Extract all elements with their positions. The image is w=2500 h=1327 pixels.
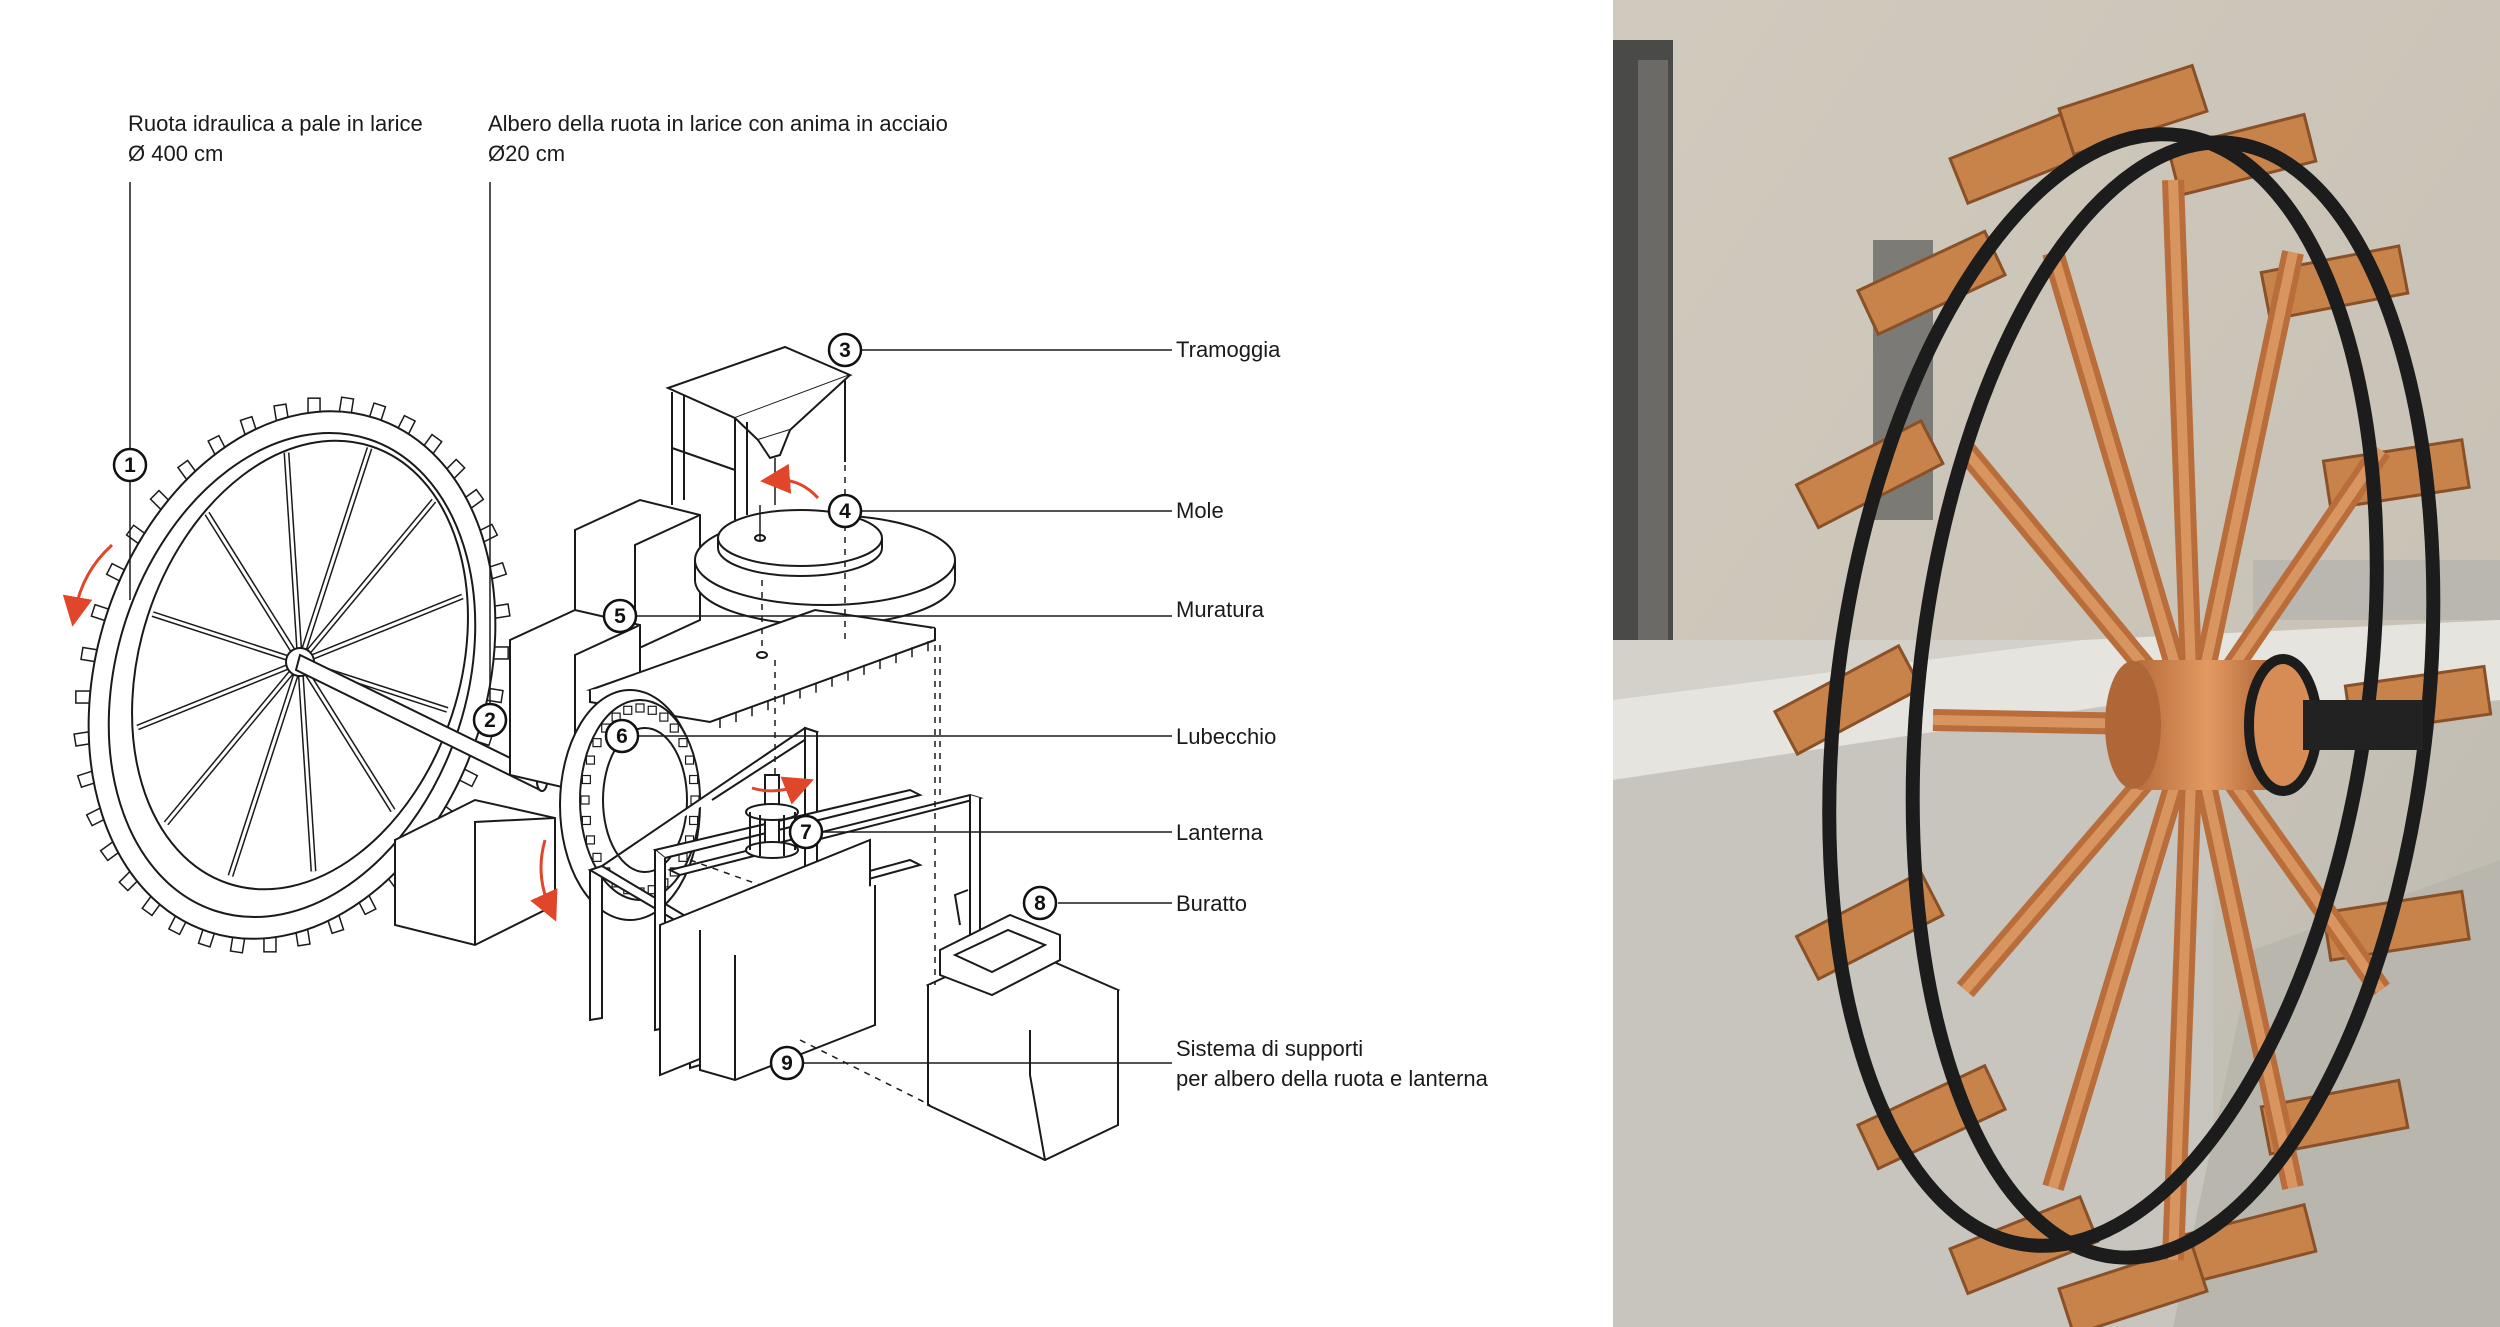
water-wheel [73,396,511,954]
spoke-fill [164,661,302,825]
gear-tooth [585,755,596,765]
svg-text:9: 9 [781,1052,793,1075]
label-wheel-line1: Ruota idraulica a pale in larice [128,111,423,136]
svg-text:5: 5 [614,605,626,628]
gear-tooth [684,755,695,765]
photo-spoke-hl [2048,723,2198,1190]
gear-tooth [592,852,602,862]
labels: Ruota idraulica a pale in larice Ø 400 c… [128,111,1489,1091]
spoke-fill [137,660,301,729]
svg-text:8: 8 [1034,892,1046,915]
label-shaft-line2: Ø20 cm [488,141,565,166]
alignment-lines [689,465,941,1106]
svg-text:7: 7 [800,821,812,844]
photo-spoke-hl [2168,179,2198,726]
marker-3: 3 [827,332,863,368]
gear-tooth [647,705,657,715]
label-lubecchio: Lubecchio [1176,724,1276,749]
gear-tooth [581,815,591,826]
gear-tooth [623,705,633,715]
label-shaft-line1: Albero della ruota in larice con anima i… [488,111,948,136]
callout-lines [129,182,1172,1064]
support-frames [587,726,984,1082]
exploded-mill-diagram: 1 2 3 4 5 6 7 8 9 Ruota idraulica a pale… [62,111,1489,1162]
millstones [694,505,956,626]
marker-1: 1 [112,447,148,483]
spoke-fill [298,661,315,872]
marker-8: 8 [1022,885,1058,921]
lantern-pinion [745,774,799,859]
gear-tooth [592,738,602,748]
photo-spoke-hl [2188,723,2298,1189]
marker-9: 9 [769,1045,805,1081]
gear-tooth [689,774,699,785]
spoke-fill [298,661,395,812]
waterwheel-photo [1613,0,2500,1327]
spoke-fill [298,499,436,663]
number-markers: 1 2 3 4 5 6 7 8 9 [112,332,1058,1081]
photo-paddle [2057,1243,2209,1327]
floor-slab [586,608,936,728]
svg-text:2: 2 [484,709,496,732]
gear-tooth [669,723,679,733]
wheel-spokes [136,447,464,877]
svg-text:1: 1 [124,454,136,477]
gear-tooth [585,835,596,845]
svg-text:4: 4 [839,500,851,523]
sifter [925,889,1121,1162]
label-masonry: Muratura [1176,597,1265,622]
marker-6: 6 [604,718,640,754]
wheel-hub-photo [2105,654,2423,796]
spoke-fill [229,661,302,877]
label-hopper: Tramoggia [1176,337,1281,362]
gear-tooth [689,815,699,826]
spoke-fill [205,512,302,663]
label-sifter: Buratto [1176,891,1247,916]
label-supports-line2: per albero della ruota e lanterna [1176,1066,1489,1091]
rotation-arrows [62,463,820,922]
spoke-fill [298,447,371,663]
photo-paddle [1855,229,2008,337]
gear-tooth [635,703,645,713]
marker-7: 7 [788,814,824,850]
label-lantern: Lanterna [1176,820,1264,845]
marker-5: 5 [602,598,638,634]
svg-text:3: 3 [839,339,851,362]
hopper [665,345,853,520]
label-supports-line1: Sistema di supporti [1176,1036,1363,1061]
photo-spoke-hl [2048,250,2198,727]
label-mill: Mole [1176,498,1224,523]
photo-spoke-hl [2188,251,2298,727]
marker-4: 4 [827,493,863,529]
marker-2: 2 [472,702,508,738]
spoke-fill [299,595,463,664]
gear-tooth [580,795,590,805]
gear-tooth [678,738,688,748]
spoke-fill [285,452,302,663]
svg-text:6: 6 [616,725,628,748]
label-wheel-line2: Ø 400 cm [128,141,223,166]
gear-tooth [581,774,591,785]
gear-tooth [659,712,669,722]
spoke-fill [152,612,301,664]
